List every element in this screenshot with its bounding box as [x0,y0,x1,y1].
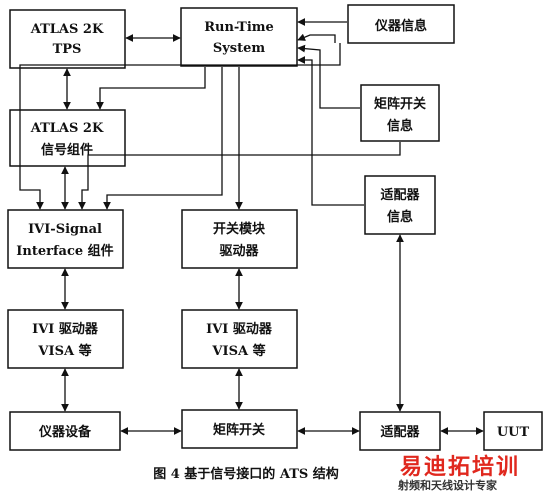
switch-driver-line1: 开关模块 [213,221,266,237]
switch-driver-line2: 驱动器 [219,244,259,259]
ivi-visa-mid-box: IVI 驱动器 VISA 等 [181,309,298,369]
runtime-ivi-link [103,67,223,210]
atlas-tps-line1: ATLAS 2K [30,22,104,37]
atlas-tps-box: ATLAS 2K TPS [9,9,126,69]
instrument-info-label: 仪器信息 [374,18,427,34]
runtime-system-box: Run-Time System [180,7,298,67]
adapterinfo-runtime-link [297,56,364,206]
switch-driver-box: 开关模块 驱动器 [181,209,298,269]
watermark-logo: 易迪拓培训 射频和天线设计专家 [397,454,520,492]
matrix-info-box: 矩阵开关 信息 [360,84,440,142]
instrument-device-label: 仪器设备 [38,424,92,440]
matrix-info-line1: 矩阵开关 [373,96,426,112]
adapter-info-line2: 信息 [387,209,413,225]
ivi-signal-line1: IVI-Signal [28,222,102,237]
adapter-info-line1: 适配器 [380,187,420,203]
ivi-signal-line2: Interface 组件 [16,243,113,259]
connectors [19,18,484,435]
adapter-info-box: 适配器 信息 [364,175,436,235]
uut-box: UUT [483,411,543,451]
matrix-switch-box: 矩阵开关 [181,409,298,449]
ivi-visa-left-box: IVI 驱动器 VISA 等 [7,309,124,369]
watermark-logo-text: 易迪拓培训 [400,454,520,480]
matrix-info-line2: 信息 [387,118,413,134]
instrument-info-box: 仪器信息 [347,4,455,44]
matrixinfo-ivi-link [78,142,401,210]
instrument-device-box: 仪器设备 [9,411,121,451]
adapter-box: 适配器 [359,411,441,451]
runtime-signal-link [96,67,206,110]
runtime-line1: Run-Time [204,20,274,35]
atlas-tps-line2: TPS [53,42,82,57]
adapter-label: 适配器 [380,424,420,440]
ivi-visa-left-line2: VISA 等 [37,343,91,359]
ivi-visa-mid-line2: VISA 等 [211,343,265,359]
atlas-signal-box: ATLAS 2K 信号组件 [9,109,126,167]
ivi-visa-left-line1: IVI 驱动器 [32,322,99,337]
atlas-signal-line1: ATLAS 2K [30,121,104,136]
ivi-signal-interface-box: IVI-Signal Interface 组件 [7,209,124,269]
instrinfo-runtime-link [297,33,336,43]
matrixinfo-runtime-link [297,44,360,109]
figure-caption: 图 4 基于信号接口的 ATS 结构 [153,466,339,482]
ivi-visa-mid-line1: IVI 驱动器 [206,322,273,337]
instrinfo-ivi-link [19,43,341,210]
matrix-switch-label: 矩阵开关 [212,422,265,438]
atlas-signal-line2: 信号组件 [41,142,93,158]
watermark-tagline: 射频和天线设计专家 [397,478,498,492]
uut-label: UUT [497,425,530,440]
runtime-line2: System [213,41,266,56]
